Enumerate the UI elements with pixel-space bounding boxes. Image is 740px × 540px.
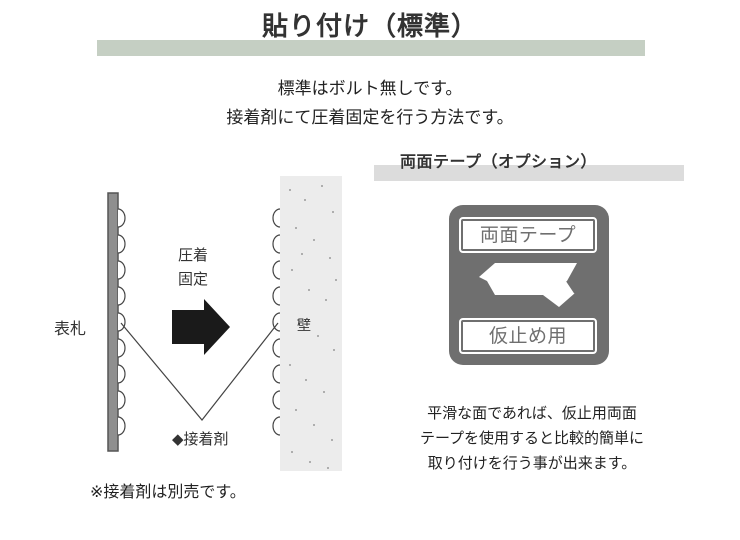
option-title: 両面テープ（オプション）: [400, 152, 598, 171]
page-title: 貼り付け（標準）: [261, 12, 478, 42]
option-title-bar: [374, 165, 684, 181]
option-description-line-3: 取り付けを行う事が出来ます。: [427, 454, 637, 472]
adhesive-label: ◆接着剤: [172, 430, 229, 448]
press-label-line-2: 固定: [178, 270, 209, 288]
wall-block: [280, 176, 342, 471]
tape-strip-icon: [479, 263, 577, 307]
mounting-diagram: [107, 176, 342, 471]
option-description-line-1: 平滑な面であれば、仮止用両面: [427, 404, 637, 422]
lead-text-line-1: 標準はボルト無しです。: [277, 79, 463, 99]
wall-label: 壁: [297, 318, 311, 334]
icon-top-label: 両面テープ: [459, 217, 597, 253]
option-description-line-2: テープを使用すると比較的簡単に: [419, 429, 645, 447]
nameplate-edge: [107, 192, 119, 452]
title-underline-bar: [97, 40, 645, 56]
press-arrow-icon: [172, 299, 230, 355]
icon-bottom-label: 仮止め用: [459, 318, 597, 354]
adhesive-pointer-lines: [120, 322, 279, 421]
nameplate-label: 表札: [54, 319, 87, 338]
lead-text-line-2: 接着剤にて圧着固定を行う方法です。: [226, 108, 514, 128]
wall-adhesive-dots: [272, 208, 281, 436]
plate-adhesive-dots: [117, 208, 126, 436]
adhesive-sold-separately-note: ※接着剤は別売です。: [90, 482, 246, 501]
wall-texture-dots: [289, 185, 337, 469]
double-sided-tape-icon: 両面テープ 仮止め用: [449, 205, 609, 365]
press-label-line-1: 圧着: [178, 246, 209, 264]
